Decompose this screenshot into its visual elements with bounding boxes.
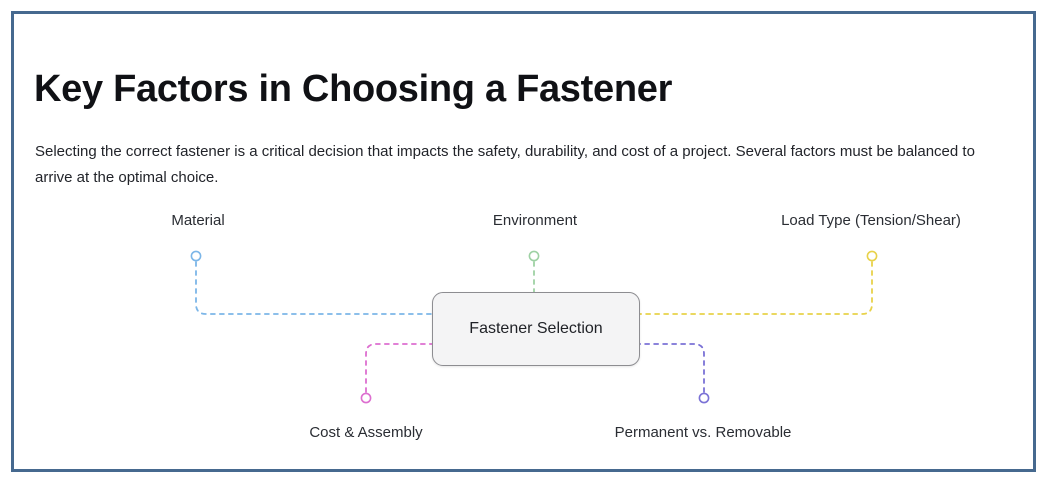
branch-label-permanent-removable: Permanent vs. Removable [614, 424, 792, 441]
center-node-label: Fastener Selection [469, 320, 603, 337]
content-card: Key Factors in Choosing a Fastener Selec… [11, 11, 1036, 472]
connector-cost-assembly [365, 343, 433, 393]
endpoint-material-icon [190, 250, 202, 262]
endpoint-cost-assembly-icon [360, 392, 372, 404]
connector-material [195, 261, 433, 315]
endpoint-environment-icon [528, 250, 540, 262]
connector-lines-svg [190, 250, 878, 404]
branch-label-environment: Environment [492, 212, 578, 229]
branch-label-load-type: Load Type (Tension/Shear) [781, 212, 961, 229]
intro-paragraph: Selecting the correct fastener is a crit… [35, 143, 975, 186]
branch-label-cost-assembly: Cost & Assembly [309, 424, 423, 441]
page-title: Key Factors in Choosing a Fastener [34, 68, 673, 111]
endpoint-permanent-removable-icon [698, 392, 710, 404]
center-node-fastener-selection: Fastener Selection [432, 292, 640, 366]
fastener-selection-mindmap: Material Environment Load Type (Tension/… [14, 192, 1033, 469]
endpoint-load-type-icon [866, 250, 878, 262]
connector-permanent-removable [639, 343, 705, 393]
branch-label-material: Material [171, 212, 225, 229]
connector-load-type [639, 261, 873, 315]
